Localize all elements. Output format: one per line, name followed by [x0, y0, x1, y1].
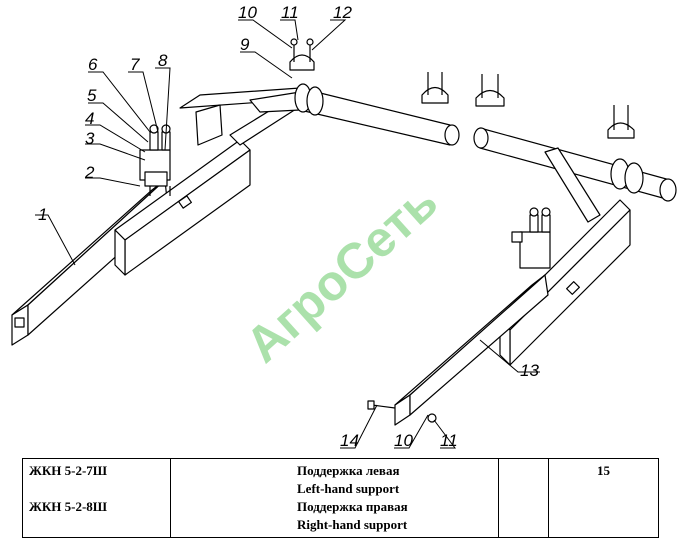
callout-11-bottom: 11	[440, 431, 458, 450]
empty-cell	[498, 458, 549, 538]
desc-left-ru: Поддержка левая	[297, 463, 400, 478]
leader-lines	[35, 19, 540, 449]
callout-8: 8	[158, 51, 168, 70]
specification-table: ЖКН 5-2-7Ш ЖКН 5-2-8Ш Поддержка левая Le…	[22, 458, 659, 538]
callout-3: 3	[85, 129, 95, 148]
quantity-cell: 15	[548, 458, 659, 538]
callout-4: 4	[85, 109, 94, 128]
callout-5: 5	[87, 86, 97, 105]
descriptions-cell: Поддержка левая Left-hand support Поддер…	[170, 458, 499, 538]
callout-14: 14	[340, 431, 359, 450]
callout-10-bottom: 10	[394, 431, 413, 450]
callout-7: 7	[130, 55, 140, 74]
callout-2: 2	[84, 163, 95, 182]
desc-right-ru: Поддержка правая	[297, 499, 408, 514]
callout-1: 1	[38, 205, 47, 224]
callout-11-top: 11	[281, 3, 299, 22]
right-crossbar-tube	[473, 127, 677, 202]
right-clamp-assembly	[511, 207, 551, 269]
callout-13: 13	[520, 361, 539, 380]
part-code-left: ЖКН 5-2-7Ш	[29, 463, 108, 478]
part-codes-cell: ЖКН 5-2-7Ш ЖКН 5-2-8Ш	[22, 458, 171, 538]
top-clamp	[289, 38, 315, 71]
desc-right-en: Right-hand support	[297, 517, 408, 532]
part-code-right: ЖКН 5-2-8Ш	[29, 499, 108, 514]
watermark: АгроСеть	[235, 173, 448, 373]
spec-row: ЖКН 5-2-7Ш ЖКН 5-2-8Ш Поддержка левая Le…	[22, 458, 659, 538]
left-tube	[11, 179, 169, 346]
right-strut	[544, 147, 601, 223]
loose-clamps	[421, 72, 635, 139]
right-channel-beam	[499, 199, 631, 366]
callout-9: 9	[240, 35, 250, 54]
left-channel-beam	[114, 139, 251, 276]
callout-6: 6	[88, 55, 98, 74]
assembly-drawing: 1 2 3 4 5 6 7 8 9 10 11 12 13 14 10 11 А…	[11, 3, 677, 450]
left-frame-arm	[179, 87, 311, 146]
desc-left-en: Left-hand support	[297, 481, 400, 496]
right-tube	[394, 274, 549, 426]
left-crossbar-tube	[294, 83, 460, 146]
callout-10-top: 10	[238, 3, 257, 22]
callout-12: 12	[333, 3, 352, 22]
